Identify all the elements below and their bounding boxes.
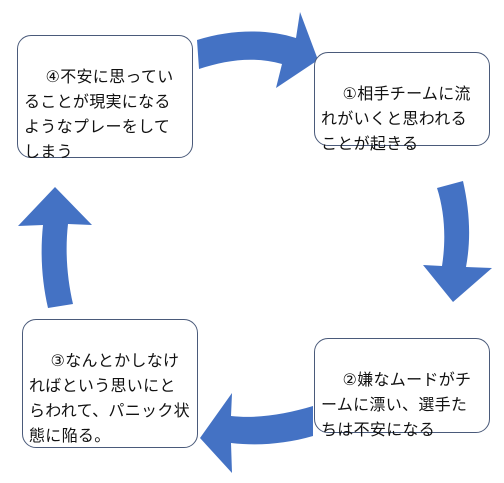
- step-2-text: ②嫌なムードがチームに漂い、選手たちは不安になる: [321, 370, 472, 439]
- step-3-text: ③なんとかしなければという思いにとらわれて、パニック状態に陥る。: [29, 351, 190, 445]
- step-1-box: ①相手チームに流れがいくと思われることが起きる: [314, 52, 490, 153]
- arrow-3-to-4: [18, 187, 92, 308]
- arrow-1-to-2: [423, 181, 492, 302]
- step-2-box: ②嫌なムードがチームに漂い、選手たちは不安になる: [314, 338, 490, 439]
- step-4-text: ④不安に思っていることが現実になるようなプレーをしてしまう: [24, 67, 174, 161]
- step-3-box: ③なんとかしなければという思いにとらわれて、パニック状態に陥る。: [22, 319, 198, 448]
- step-1-text: ①相手チームに流れがいくと思われることが起きる: [321, 84, 471, 153]
- arrow-2-to-3: [200, 393, 313, 473]
- step-4-box: ④不安に思っていることが現実になるようなプレーをしてしまう: [17, 35, 193, 161]
- arrow-4-to-1: [197, 12, 318, 88]
